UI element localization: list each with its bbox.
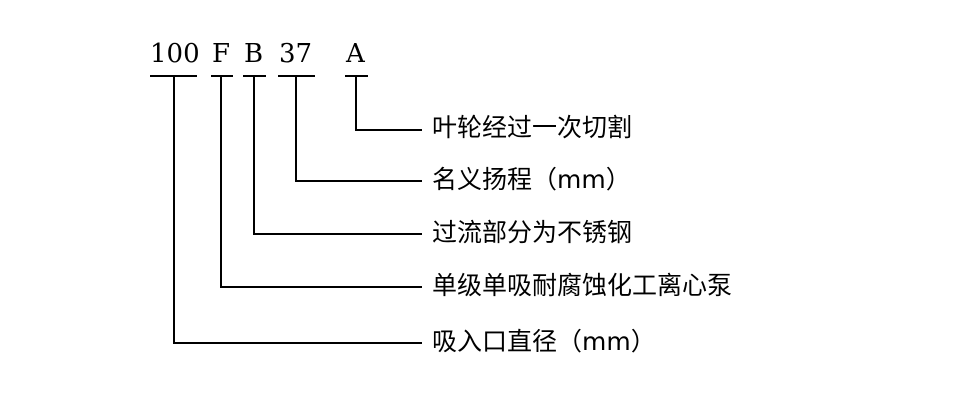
desc-nominal-head: 名义扬程（mm） [432, 165, 631, 194]
connector-head [295, 77, 422, 182]
code-segment-diameter: 100 [150, 39, 200, 69]
connector-material [253, 77, 422, 235]
desc-pump-type: 单级单吸耐腐蚀化工离心泵 [432, 271, 733, 300]
desc-impeller-cut: 叶轮经过一次切割 [432, 113, 633, 142]
code-segment-head: 37 [279, 39, 313, 69]
code-segment-corrosion-resistant: F [212, 39, 231, 69]
code-segment-material: B [244, 39, 264, 69]
desc-wetted-material: 过流部分为不锈钢 [432, 218, 633, 247]
connector-impeller-cut [355, 77, 422, 131]
desc-inlet-diameter: 吸入口直径（mm） [432, 327, 656, 356]
code-segment-impeller-cut: A [346, 39, 365, 69]
connector-diameter [173, 77, 422, 344]
connector-pump-type [220, 77, 422, 288]
